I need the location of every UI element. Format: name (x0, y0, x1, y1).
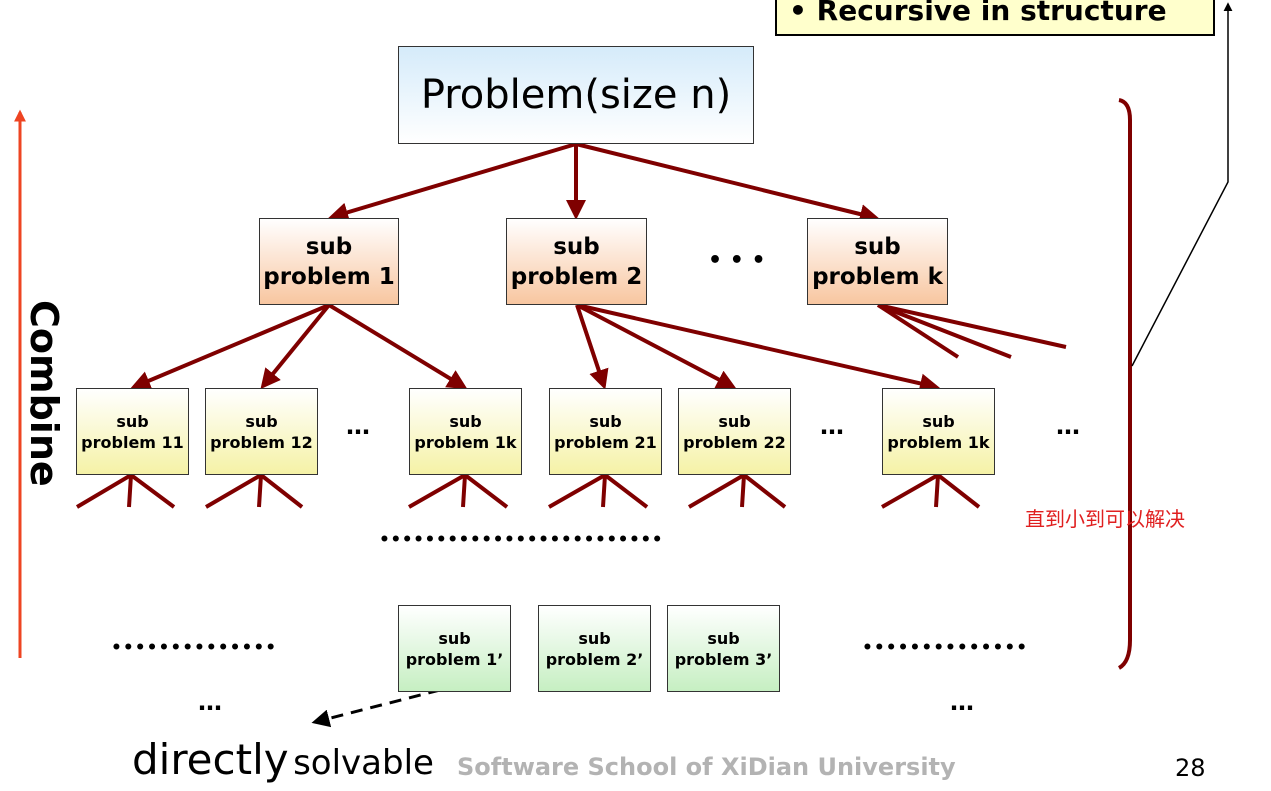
subproblem-2-line2: problem 2 (510, 263, 643, 290)
directly-solvable-label: directly solvable (132, 735, 434, 784)
subproblem-12-box: sub problem 12 (205, 388, 318, 475)
ellipsis-bottom-left: … (198, 688, 225, 716)
arrow-sub1-to-1k (327, 303, 468, 390)
ellipsis-row-left: •••••••••••••• (111, 638, 278, 658)
arrow-top-to-sub1 (328, 142, 577, 222)
subproblem-12-line1: sub (245, 411, 278, 431)
subproblem-1-line1: sub (305, 233, 353, 260)
subproblem-1k-box: sub problem 1k (409, 388, 522, 475)
subproblem-12-line2: problem 12 (210, 432, 313, 452)
subproblem-22-line1: sub (718, 411, 751, 431)
ellipsis-middle: ••••••••••••••••••••••••• (379, 530, 664, 550)
fan-under-21 (548, 473, 649, 509)
directly-word: directly (132, 735, 289, 784)
subproblem-1-box: sub problem 1 (259, 218, 399, 305)
ellipsis-level1: • • • (708, 248, 766, 273)
problem-root-box: Problem(size n) (398, 46, 754, 144)
ellipsis-level2-b: … (820, 412, 847, 440)
subproblem-2p-line1: sub (578, 628, 611, 648)
fan-subk-2 (877, 303, 1012, 359)
subproblem-11-line1: sub (116, 411, 149, 431)
fan-under-1k (408, 473, 509, 509)
arrow-sub2-to-22 (576, 303, 737, 389)
subproblem-21-line1: sub (589, 411, 622, 431)
fan-under-22 (687, 473, 787, 509)
subproblem-2p-box: sub problem 2’ (538, 605, 651, 692)
subproblem-1k-line2: problem 1k (414, 432, 517, 452)
subproblem-3p-box: sub problem 3’ (667, 605, 780, 692)
subproblem-1k-b-line1: sub (922, 411, 955, 431)
arrow-sub1-to-11 (130, 303, 330, 391)
subproblem-21-line2: problem 21 (554, 432, 657, 452)
subproblem-3p-line1: sub (707, 628, 740, 648)
arrow-sub1-to-12 (260, 303, 331, 390)
subproblem-k-line1: sub (854, 233, 901, 260)
subproblem-22-line2: problem 22 (683, 432, 786, 452)
arrow-sub2-to-1k (576, 303, 940, 394)
fan-subk-3 (877, 303, 1067, 349)
ellipsis-row-right: •••••••••••••• (862, 638, 1029, 658)
subproblem-21-box: sub problem 21 (549, 388, 662, 475)
subproblem-k-box: sub problem k (807, 218, 948, 305)
footer-school: Software School of XiDian University (457, 753, 956, 781)
callout-text: • Recursive in structure (789, 0, 1167, 27)
combine-label: Combine (22, 300, 66, 487)
fan-under-1k-b (881, 473, 981, 509)
ellipsis-bottom-right: … (950, 688, 977, 716)
ellipsis-level2-a: … (346, 412, 373, 440)
problem-root-label: Problem(size n) (420, 72, 732, 118)
subproblem-11-box: sub problem 11 (76, 388, 189, 475)
subproblem-2p-line2: problem 2’ (545, 649, 644, 669)
fan-under-12 (204, 473, 304, 509)
subproblem-22-box: sub problem 22 (678, 388, 791, 475)
fan-subk-1 (876, 303, 960, 359)
subproblem-1k-line1: sub (449, 411, 482, 431)
subproblem-1p-line1: sub (438, 628, 471, 648)
page-number: 28 (1175, 754, 1206, 782)
subproblem-1k-b-line2: problem 1k (887, 432, 990, 452)
subproblem-1p-line2: problem 1’ (405, 649, 504, 669)
subproblem-2-line1: sub (553, 233, 600, 260)
ellipsis-level2-c: … (1056, 412, 1083, 440)
right-brace (1117, 98, 1132, 670)
subproblem-k-line2: problem k (812, 263, 943, 290)
subproblem-1k-b-box: sub problem 1k (882, 388, 995, 475)
arrow-sub2-to-21 (575, 304, 609, 390)
fan-under-11 (75, 473, 176, 509)
subproblem-3p-line2: problem 3’ (674, 649, 773, 669)
subproblem-2-box: sub problem 2 (506, 218, 647, 305)
note-until-solvable: 直到小到可以解决 (1025, 509, 1185, 531)
arrow-top-to-subk (575, 142, 880, 224)
callout-recursive: • Recursive in structure (775, 0, 1215, 36)
dashed-arrow (311, 688, 441, 728)
subproblem-1p-box: sub problem 1’ (398, 605, 511, 692)
callout-connector (1131, 2, 1233, 367)
subproblem-11-line2: problem 11 (81, 432, 184, 452)
solvable-word: solvable (293, 743, 434, 783)
subproblem-1-line2: problem 1 (263, 263, 395, 290)
